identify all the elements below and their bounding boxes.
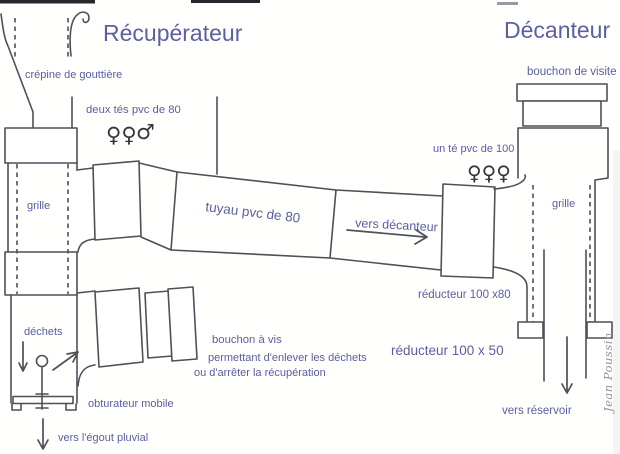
reducteur-100x50-right (586, 321, 613, 339)
reducteur-100x80-fitting (440, 183, 496, 279)
label-grille-right: grille (552, 198, 575, 210)
label-reducteur-80: réducteur 100 x80 (418, 289, 511, 301)
label-crepine: crépine de gouttière (25, 69, 122, 81)
female-female-symbol: ♀♀ (106, 123, 137, 147)
label-tuyau: tuyau pvc de 80 (205, 199, 301, 226)
vers-decanteur-arrow (346, 229, 428, 245)
label-obturateur: obturateur mobile (88, 398, 174, 410)
column-feet (11, 403, 77, 411)
decanteur-inlet-bottom-connector (493, 266, 528, 323)
decanteur-tee-body (517, 127, 609, 323)
tee-bottom-fillet (77, 238, 96, 253)
bouchon-visite-cap-body (522, 100, 602, 127)
label-un-te: un té pvc de 100 (433, 143, 514, 155)
lower-collar-fitting (4, 251, 78, 296)
scan-artifact-bar (497, 2, 518, 5)
pipe-top-edge (176, 171, 444, 197)
tee-fitting-2 (138, 162, 178, 251)
recuperateur-assembly (0, 11, 218, 411)
screw-branch-fillet (77, 364, 96, 387)
label-bouchon-vis-3: ou d'arrêter la récupération (194, 367, 326, 379)
label-deux-tes: deux tés pvc de 80 (86, 104, 181, 116)
obturateur-handle-ring (35, 354, 49, 368)
scan-edge-shadow (613, 150, 620, 454)
author-signature: Jean Poussin (601, 332, 615, 414)
label-bouchon-vis-1: bouchon à vis (212, 334, 282, 346)
label-bouchon-visite: bouchon de visite (527, 66, 617, 78)
screw-cap-piece-1 (94, 287, 144, 368)
diagonal-up-arrow (52, 351, 79, 371)
tee-fitting-1 (92, 160, 142, 241)
male-symbol: ♂ (136, 120, 155, 144)
title-decanteur: Décanteur (504, 17, 610, 43)
label-vers-egout: vers l'égout pluvial (58, 432, 148, 444)
obturateur-crossbars (35, 393, 49, 409)
gutter-hook (69, 11, 90, 57)
tee-top-connector (76, 167, 94, 171)
vers-reservoir-arrow (561, 336, 573, 394)
decanteur-inlet-top-connector (493, 174, 527, 190)
label-dechets: déchets (24, 326, 63, 338)
screw-cap-piece-3 (167, 286, 198, 362)
screw-branch-top (76, 290, 96, 294)
upper-collar-fitting (4, 127, 78, 164)
label-bouchon-vis-2: permettant d'enlever les déchets (208, 352, 367, 364)
label-vers-decanteur: vers décanteur (355, 216, 438, 234)
female-triple-symbol: ♀♀♀ (467, 161, 511, 185)
reducteur-100x50-left (517, 321, 544, 339)
obturateur-plate (12, 395, 74, 405)
egout-down-arrow (37, 418, 49, 450)
pipe-joint-line (329, 189, 337, 259)
flow-arrows (18, 229, 573, 450)
pipe-bottom-edge (170, 249, 442, 271)
scan-artifact-bar (0, 0, 95, 4)
label-vers-reservoir: vers réservoir (502, 405, 572, 417)
title-recuperateur: Récupérateur (103, 20, 243, 46)
label-reducteur-50: réducteur 100 x 50 (391, 343, 504, 358)
bouchon-visite-cap-top (516, 83, 608, 102)
decanteur-assembly (516, 83, 613, 382)
gutter-funnel-left-edge (0, 13, 34, 129)
horizontal-pipe-run (170, 171, 528, 323)
dechets-down-arrow (18, 341, 28, 372)
label-grille-left: grille (27, 200, 50, 212)
scan-artifact-bar (191, 0, 260, 3)
